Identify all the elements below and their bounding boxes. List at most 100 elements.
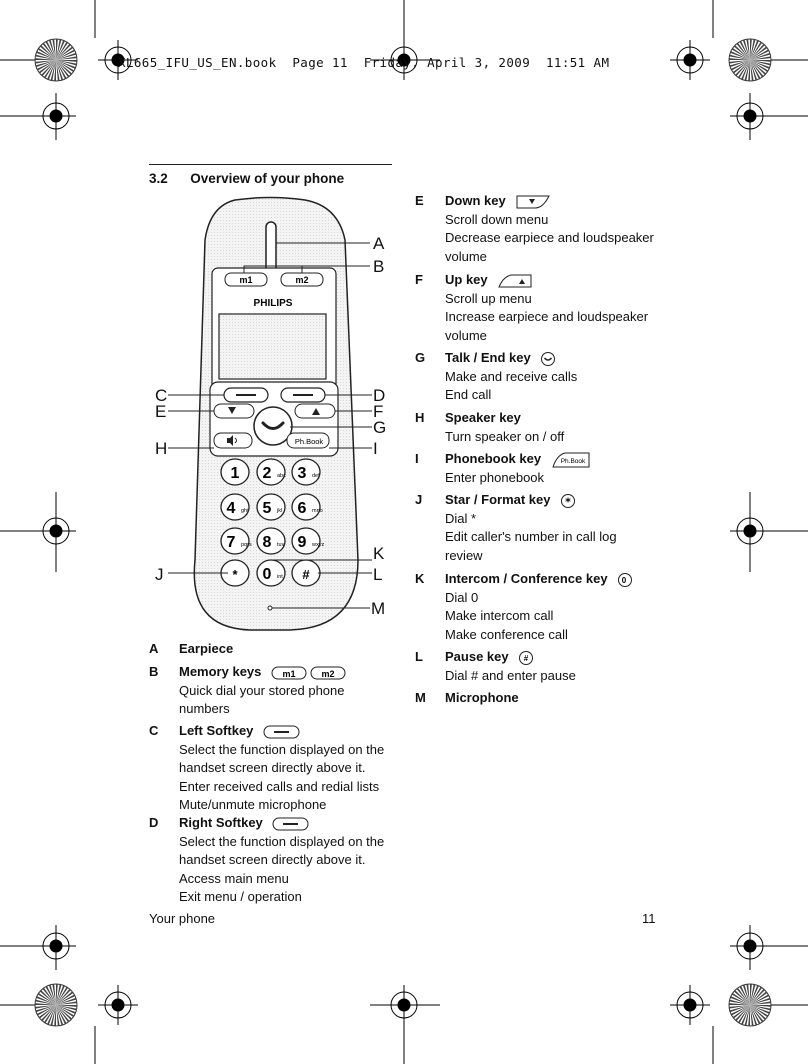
item-name: Microphone xyxy=(445,690,519,705)
keypad-key: 1 xyxy=(220,458,250,486)
item-line: Turn speaker on / off xyxy=(445,428,565,444)
keypad-digit: 5 xyxy=(263,500,272,517)
item-name: Earpiece xyxy=(179,641,234,656)
left-softkey-icon xyxy=(263,725,300,739)
keypad-letters: jkl xyxy=(276,508,282,514)
item-line: Make and receive calls xyxy=(445,368,578,384)
item-letter: G xyxy=(415,350,426,365)
keypad-letters: def xyxy=(312,473,320,479)
item-line: Access main menu xyxy=(179,870,289,886)
crosshair-target xyxy=(730,96,770,136)
item-line: Enter received calls and redial lists xyxy=(179,778,380,794)
item-name: Speaker key xyxy=(445,410,521,425)
down-key-icon xyxy=(516,195,551,209)
keypad-letters: ghi xyxy=(241,508,248,514)
item-line: handset screen directly above it. xyxy=(179,760,366,775)
section-number: 3.2 xyxy=(149,171,168,186)
phonebook-key-label: Ph.Book xyxy=(295,437,324,446)
intercom-key-icon: 0 xyxy=(618,572,633,587)
item-line: Scroll down menu xyxy=(445,211,549,227)
list-item-l: L Pause key # Dial # and enter pause xyxy=(415,648,665,688)
item-name: Left Softkey xyxy=(179,723,254,738)
keypad-digit: # xyxy=(302,567,310,582)
starburst-mark xyxy=(34,38,78,82)
starburst-mark xyxy=(34,983,78,1027)
item-letter: I xyxy=(415,451,419,466)
phonebook-key-icon: Ph.Book xyxy=(552,452,590,468)
keypad-letters: int xyxy=(277,574,283,580)
microphone-hole xyxy=(267,605,273,611)
callout-b: B xyxy=(373,257,384,276)
item-name: Down key xyxy=(445,193,506,208)
item-line: handset screen directly above it. xyxy=(179,852,366,867)
item-line: Exit menu / operation xyxy=(179,889,302,904)
list-item-c: C Left Softkey Select the function displ… xyxy=(149,722,409,812)
keypad-digit: 3 xyxy=(298,465,307,482)
section-title: Overview of your phone xyxy=(190,171,345,186)
svg-text:m1: m1 xyxy=(283,669,296,679)
crosshair-target xyxy=(670,985,710,1025)
callout-f: F xyxy=(373,402,383,421)
keypad-digit: 6 xyxy=(298,500,307,517)
list-item-e: E Down key Scroll down menu Decrease ear… xyxy=(415,192,665,267)
callout-k: K xyxy=(373,544,385,563)
callout-l: L xyxy=(373,565,382,584)
item-letter: K xyxy=(415,571,425,586)
callout-m: M xyxy=(371,599,385,618)
item-line: numbers xyxy=(179,701,230,716)
callout-j: J xyxy=(155,565,164,584)
keypad-key: 5 jkl xyxy=(256,493,286,521)
section-heading: 3.2 Overview of your phone xyxy=(149,171,344,186)
item-name: Memory keys xyxy=(179,664,262,679)
svg-text:m2: m2 xyxy=(322,669,335,679)
callout-a: A xyxy=(373,234,385,253)
item-line: Make conference call xyxy=(445,626,568,642)
item-name: Phonebook key xyxy=(445,451,542,466)
down-key xyxy=(213,403,255,419)
list-item-m: M Microphone xyxy=(415,689,665,709)
up-key-icon xyxy=(498,274,532,288)
page-number: 11 xyxy=(642,911,656,926)
talk-end-key xyxy=(253,406,293,446)
item-line: volume xyxy=(445,327,487,343)
star-key-icon: * xyxy=(561,493,576,508)
talk-end-key-icon xyxy=(541,351,556,366)
item-letter: L xyxy=(415,649,423,664)
item-letter: M xyxy=(415,690,426,705)
keypad-key: 3 def xyxy=(291,458,321,486)
svg-text:Ph.Book: Ph.Book xyxy=(560,458,585,465)
keypad-letters: abc xyxy=(277,473,286,479)
item-line: Dial * xyxy=(445,510,477,526)
list-item-j: J Star / Format key * Dial * Edit caller… xyxy=(415,491,665,566)
callout-h: H xyxy=(155,439,167,458)
book-stamp: XL665_IFU_US_EN.book Page 11 Friday, Apr… xyxy=(118,55,610,70)
keypad-digit: 8 xyxy=(263,534,272,551)
earpiece-slot xyxy=(265,221,277,273)
keypad-letters: tuv xyxy=(277,542,285,548)
keypad-digit: 7 xyxy=(227,534,236,551)
crosshair-target xyxy=(36,511,76,551)
list-item-f: F Up key Scroll up menu Increase earpiec… xyxy=(415,271,665,346)
callout-d: D xyxy=(373,386,385,405)
section-rule xyxy=(149,164,392,165)
crosshair-target xyxy=(730,511,770,551)
item-letter: B xyxy=(149,664,159,679)
callout-e: E xyxy=(155,402,166,421)
crosshair-target xyxy=(384,985,424,1025)
crosshair-target xyxy=(670,40,710,80)
list-item-g: G Talk / End key Make and receive calls … xyxy=(415,349,665,409)
brand-logo: PHILIPS xyxy=(254,298,293,309)
list-item-b: B Memory keys m1 m2 Quick dial your stor… xyxy=(149,663,409,723)
keypad-key: 8 tuv xyxy=(256,527,286,555)
display-screen xyxy=(218,313,327,380)
item-line: Mute/unmute microphone xyxy=(179,797,327,812)
item-name: Up key xyxy=(445,272,488,287)
item-letter: E xyxy=(415,193,424,208)
item-name: Right Softkey xyxy=(179,815,263,830)
